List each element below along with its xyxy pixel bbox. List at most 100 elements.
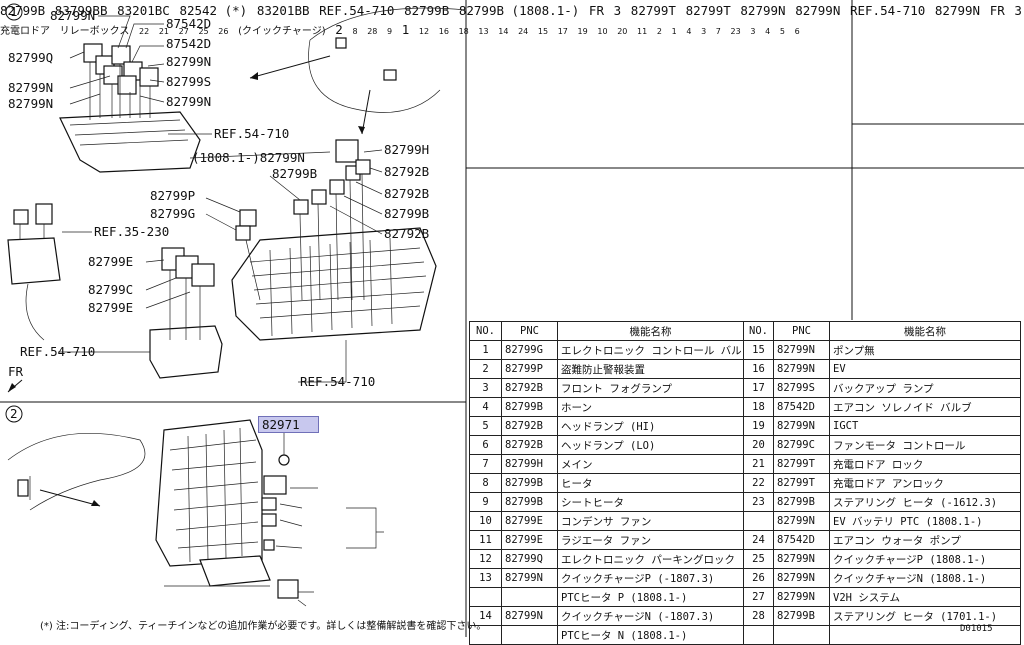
label-82799t-a: 82799T (630, 3, 676, 18)
cell-name: シートヒータ (557, 492, 744, 512)
cell-pnc2: 87542D (773, 530, 830, 550)
label-82799g: 82799G (150, 206, 195, 221)
relaybox-number: 3 (1014, 3, 1022, 18)
fb1-slot-1: 1 (671, 27, 677, 36)
fb1-slot-23: 23 (730, 27, 741, 36)
fr-label-2: FR (588, 3, 604, 18)
cell-pnc: 82792B (501, 416, 558, 436)
fb1-slot-2: 2 (656, 27, 662, 36)
header-no-2: NO. (743, 321, 774, 341)
cell-name: フロント フォグランプ (557, 378, 744, 398)
diagram-code: D01015 (960, 624, 993, 634)
fb1-slot-17: 17 (557, 27, 568, 36)
cell-no: 11 (469, 530, 502, 550)
cell-name2: 充電ロドア アンロック (829, 473, 1021, 493)
cell-name: コンデンサ ファン (557, 511, 744, 531)
section-2-number: 2 (10, 406, 18, 421)
label-82799q: 82799Q (8, 50, 53, 65)
cell-name: ホーン (557, 397, 744, 417)
cell-name2: EV バッテリ PTC (1808.1-) (829, 511, 1021, 531)
fr-label-3: FR (989, 3, 1005, 18)
cell-pnc2: 82799N (773, 549, 830, 569)
cell-name2: エアコン ソレノイド バルブ (829, 397, 1021, 417)
cell-pnc2: 82799B (773, 606, 830, 626)
cell-pnc2: 82799N (773, 340, 830, 360)
fb1-slot-4b: 4 (765, 27, 771, 36)
label-82799c: 82799C (88, 282, 133, 297)
label-82799b-a: 82799B (272, 166, 317, 181)
dashboard-fuse-block (7, 419, 299, 599)
fb1-slot-10: 10 (597, 27, 608, 36)
fb1-slot-18: 18 (458, 27, 469, 36)
header-name-2: 機能名称 (829, 321, 1021, 341)
relaybox-quick-label: (クイックチャージ) (238, 26, 326, 37)
section-1-badge (5, 3, 23, 21)
highlighted-part-number[interactable]: 82971 (258, 416, 319, 433)
label-82799h: 82799H (384, 142, 429, 157)
cell-name: ヘッドランプ (HI) (557, 416, 744, 436)
fusebox1-number: 1 (401, 22, 410, 37)
lower-fuse-block (7, 139, 437, 379)
cell-pnc: 82799P (501, 359, 558, 379)
label-82792b-b: 82792B (384, 186, 429, 201)
cell-name: PTCヒータ N (1808.1-) (557, 625, 744, 645)
fb1-slot-6: 6 (794, 27, 800, 36)
cell-pnc2: 82799N (773, 587, 830, 607)
fusebox2-outline: 8 28 9 1 12 16 18 13 14 24 15 17 19 10 2… (40, 19, 1021, 645)
table-header-row: NO. PNC 機能名称 NO. PNC 機能名称 (469, 321, 1021, 341)
cell-name: ラジエータ ファン (557, 530, 744, 550)
header-pnc-2: PNC (773, 321, 830, 341)
label-82799n-s3b: 82799N (795, 3, 841, 18)
ref-54-710-b: REF.54-710 (20, 344, 95, 359)
label-82792b-a: 82792B (384, 164, 429, 179)
cell-name: ヒータ (557, 473, 744, 493)
label-82799p: 82799P (150, 188, 195, 203)
cell-no: 7 (469, 454, 502, 474)
cell-name: エレクトロニック コントロール バルブ (557, 340, 744, 360)
label-82799n-s3c: 82799N (934, 3, 981, 18)
cell-no2: 16 (743, 359, 774, 379)
table-row: PTCヒータ N (1808.1-) (469, 625, 1021, 645)
ref-54-710-s3: REF.54-710 (849, 3, 926, 18)
slot-label-26: 26 (218, 27, 229, 36)
fusebox1-middle: 10 20 11 2 1 4 3 7 23 3 4 5 6 82971 NO. … (40, 19, 1021, 645)
cell-pnc: 82792B (501, 435, 558, 455)
label-1808-82799n: (1808.1-)82799N (192, 150, 305, 165)
cell-no (469, 587, 502, 607)
fb1-slot-7: 7 (715, 27, 721, 36)
header-no: NO. (469, 321, 502, 341)
cell-pnc: 82799N (501, 568, 558, 588)
cell-no2: 21 (743, 454, 774, 474)
section-3-number: 3 (613, 3, 622, 18)
cell-no2: 28 (743, 606, 774, 626)
relaybox-title2: リレーボックス (59, 26, 130, 37)
fb1-slot-11: 11 (637, 27, 648, 36)
fb1-slot-13: 13 (478, 27, 489, 36)
label-82799n-s3a: 82799N (740, 3, 786, 18)
cell-name2: ステアリング ヒータ (1701.1-) (829, 606, 1021, 626)
cell-name2: クイックチャージN (1808.1-) (829, 568, 1021, 588)
label-82799e-b: 82799E (88, 300, 133, 315)
cell-no: 8 (469, 473, 502, 493)
section-1-number: 1 (10, 4, 18, 19)
cell-no: 2 (469, 359, 502, 379)
cell-name: クイックチャージP (-1807.3) (557, 568, 744, 588)
cell-no2: 20 (743, 435, 774, 455)
label-83799bb: 83799BB (54, 3, 108, 18)
cell-no2: 18 (743, 397, 774, 417)
cell-pnc2: 82799N (773, 359, 830, 379)
fusebox2-number: 2 (335, 22, 343, 37)
cell-no: 6 (469, 435, 502, 455)
cell-pnc: 82799N (501, 606, 558, 626)
cell-pnc2: 87542D (773, 397, 830, 417)
